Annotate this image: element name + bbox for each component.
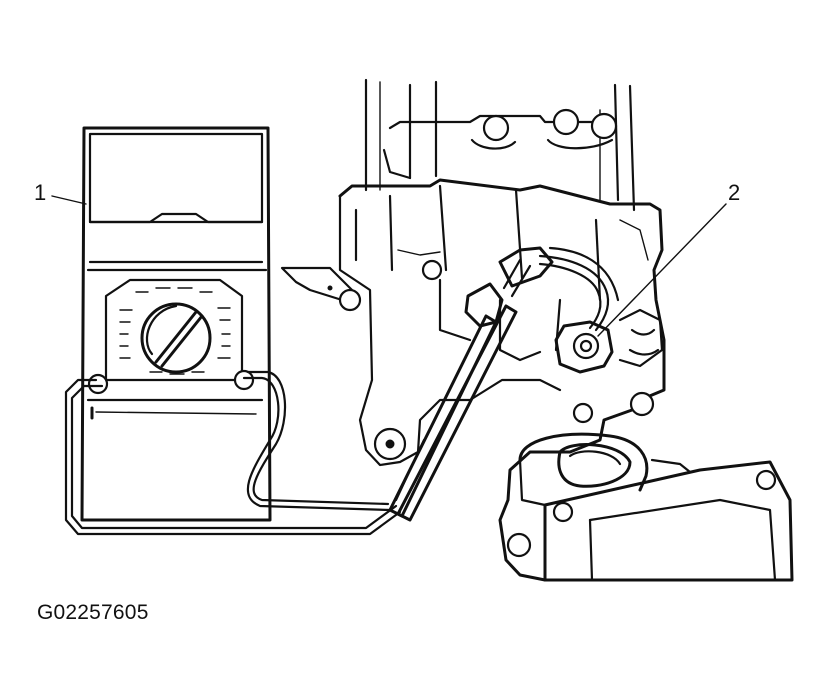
callout-1-label: 1: [34, 180, 46, 205]
sensor-component: [554, 308, 664, 374]
callout-2-label: 2: [728, 180, 740, 205]
engine-block: [280, 78, 794, 582]
multimeter: [80, 126, 272, 522]
dial-scale-marks: [119, 287, 231, 375]
figure-identifier: G02257605: [37, 601, 149, 624]
callout-2: 2: [597, 180, 740, 337]
rotary-dial: [140, 302, 212, 374]
test-leads: [64, 246, 620, 536]
outlet-housing: [506, 432, 794, 582]
callout-1: 1: [34, 180, 87, 205]
